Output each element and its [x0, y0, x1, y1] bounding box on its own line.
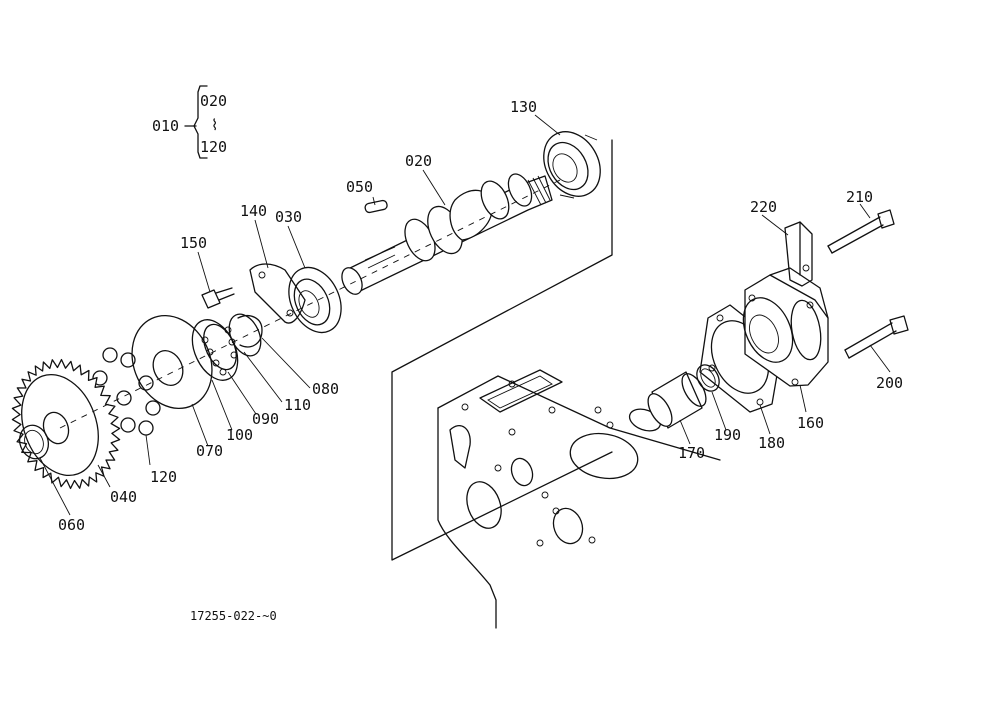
callout-140: 140: [240, 202, 267, 220]
callout-030: 030: [275, 208, 302, 226]
circlip-060: [18, 424, 50, 460]
callout-100: 100: [226, 426, 253, 444]
bracket-bottom-label: 120: [200, 138, 227, 156]
figure-code: 17255-022-~0: [190, 609, 277, 623]
leader-lines: [39, 114, 891, 516]
callout-170: 170: [678, 444, 705, 462]
bracket-220: [784, 221, 813, 287]
sleeve-170: [647, 371, 707, 429]
engine-block: [391, 139, 721, 629]
housing-160: [742, 267, 829, 387]
callout-220: 220: [750, 198, 777, 216]
assembly-bracket: 010 020 ⌇ 120: [152, 85, 227, 159]
callout-labels: 130 020 050 140 030 150 080 110 090 100 …: [58, 98, 903, 534]
bolt-150: [201, 287, 235, 309]
callout-190: 190: [714, 426, 741, 444]
steel-balls-120: [92, 347, 161, 436]
callout-160: 160: [797, 414, 824, 432]
callout-040: 040: [110, 488, 137, 506]
callout-180: 180: [758, 434, 785, 452]
callout-120: 120: [150, 468, 177, 486]
bolt-210: [827, 209, 895, 254]
callout-210: 210: [846, 188, 873, 206]
callout-070: 070: [196, 442, 223, 460]
callout-020: 020: [405, 152, 432, 170]
callout-080: 080: [312, 380, 339, 398]
camshaft-020: [341, 173, 553, 295]
callout-110: 110: [284, 396, 311, 414]
bracket-tilde: ⌇: [211, 116, 218, 134]
callout-090: 090: [252, 410, 279, 428]
callout-200: 200: [876, 374, 903, 392]
bracket-top-label: 020: [200, 92, 227, 110]
bearing-030: [288, 266, 342, 334]
callout-060: 060: [58, 516, 85, 534]
gear-040: [11, 358, 121, 490]
callout-050: 050: [346, 178, 373, 196]
bolt-200: [844, 315, 909, 359]
bearing-130: [543, 131, 601, 199]
bracket-parent-label: 010: [152, 117, 179, 135]
plate-140: [249, 263, 306, 324]
callout-130: 130: [510, 98, 537, 116]
key-050: [364, 199, 388, 214]
callout-150: 150: [180, 234, 207, 252]
